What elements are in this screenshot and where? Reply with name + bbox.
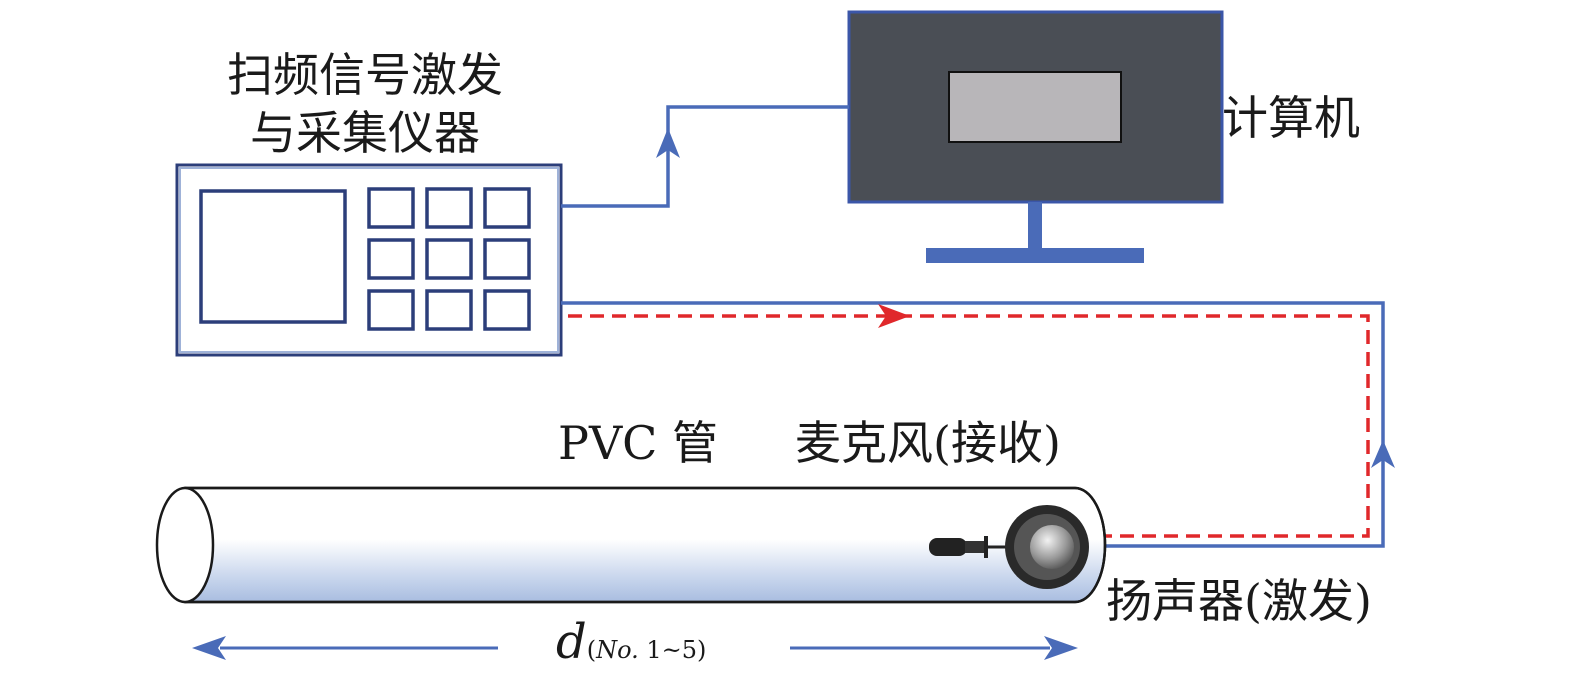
computer-monitor [847, 10, 1224, 263]
data-cable [561, 105, 849, 208]
excitation-cable-arrow [1371, 440, 1395, 468]
pvc-pipe [155, 486, 1107, 604]
length-label: d(No. 1~5) [556, 618, 706, 666]
monitor-stand [1028, 202, 1042, 252]
instrument-label-line2: 与采集仪器 [250, 106, 480, 160]
data-cable-arrow [656, 128, 680, 158]
monitor-screen [948, 71, 1122, 143]
monitor-base [926, 248, 1144, 263]
instrument-keypad [367, 187, 531, 331]
instrument-label-line1: 扫频信号激发 [227, 48, 503, 102]
instrument-label: 扫频信号激发 与采集仪器 [205, 46, 525, 162]
speaker-label: 扬声器(激发) [1106, 574, 1372, 628]
length-subscript: (No. 1~5) [586, 636, 707, 664]
excitation-cable [561, 301, 1385, 548]
speaker [1005, 505, 1089, 589]
length-symbol: d [556, 614, 587, 670]
length-dimension [192, 636, 1078, 660]
instrument-screen [199, 189, 347, 324]
instrument-box [175, 163, 563, 357]
length-subscript-no: No. [596, 636, 639, 664]
microphone [929, 536, 1008, 558]
signal-path [561, 314, 1370, 538]
length-subscript-range: 1~5 [638, 636, 698, 664]
signal-path-arrow [878, 304, 910, 328]
microphone-label: 麦克风(接收) [795, 416, 1061, 470]
pvc-pipe-label: PVC 管 [558, 416, 718, 470]
computer-label: 计算机 [1222, 91, 1360, 145]
pipe-left-opening [155, 486, 215, 604]
